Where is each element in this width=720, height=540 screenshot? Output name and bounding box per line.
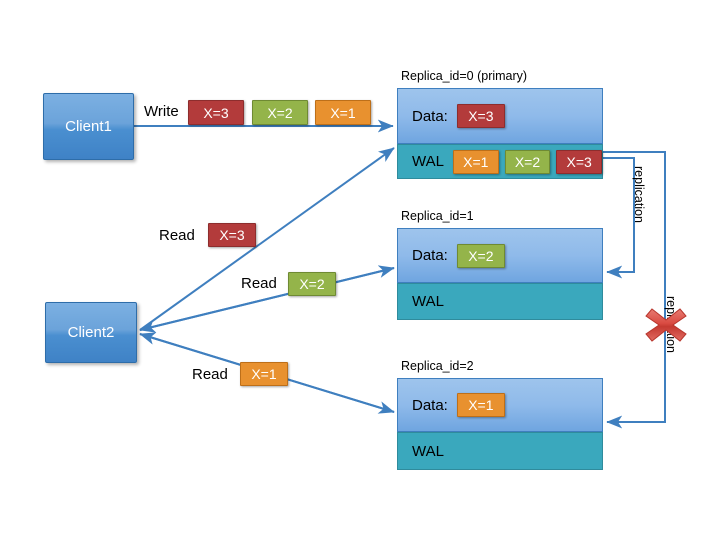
client2-box[interactable]: Client2: [45, 302, 137, 363]
replica-2-wal-row: WAL: [397, 432, 603, 470]
replica-2-data-chip-x1-label: X=1: [468, 397, 494, 413]
replica-0-wal-chip-x1-label: X=1: [463, 153, 489, 170]
write-chip-x1-label: X=1: [330, 104, 356, 121]
replica-0-wal-chip-x3: X=3: [556, 149, 603, 174]
read-chip-x1-label: X=1: [251, 366, 277, 382]
replica-0-data-label: Data:: [412, 107, 448, 125]
replica-1-data-row: Data: X=2: [397, 228, 603, 283]
replica-0-wal-label: WAL: [412, 153, 444, 170]
edge-replication-to-replica1: [603, 157, 635, 279]
write-chip-x2: X=2: [252, 100, 308, 125]
read-chip-x2-label: X=2: [299, 276, 325, 292]
write-chip-x3-label: X=3: [203, 104, 229, 121]
replica-0-wal-chip-x2: X=2: [504, 149, 551, 174]
client1-label: Client1: [65, 118, 112, 135]
replication-label-to-replica1: replication: [632, 166, 646, 223]
write-chip-x3: X=3: [188, 100, 244, 125]
read-chip-x2: X=2: [288, 272, 336, 296]
replica-1-wal-row: WAL: [397, 283, 603, 320]
replica-2-data-label: Data:: [412, 396, 448, 414]
read-chip-x3: X=3: [208, 223, 256, 247]
client2-label: Client2: [67, 324, 115, 341]
write-chip-x2-label: X=2: [267, 104, 293, 121]
read-x1-action-label: Read: [192, 366, 228, 383]
replica-0-wal-chip-x2-label: X=2: [514, 153, 541, 170]
read-x2-action-label: Read: [241, 275, 277, 292]
write-chip-x1: X=1: [315, 100, 371, 125]
replica-1: Replica_id=1 Data: X=2 WAL: [397, 209, 603, 320]
replica-2-data-chip-x1: X=1: [456, 393, 505, 417]
replica-0-wal-row: WAL X=1 X=2 X=3: [397, 144, 603, 179]
replica-0: Replica_id=0 (primary) Data: X=3 WAL X=1…: [397, 69, 603, 179]
read-x3-action-label: Read: [159, 227, 195, 244]
replica-0-wal-chip-x3-label: X=3: [566, 153, 592, 170]
replica-0-data-chip-x3: X=3: [456, 104, 505, 128]
client1-box[interactable]: Client1: [43, 93, 134, 160]
replica-0-wal-chip-x1: X=1: [452, 149, 499, 174]
replica-2-data-row: Data: X=1: [397, 378, 603, 432]
replica-1-wal-label: WAL: [412, 293, 444, 310]
write-action-label: Write: [144, 103, 179, 120]
read-chip-x3-label: X=3: [219, 227, 245, 243]
replica-1-title: Replica_id=1: [401, 209, 474, 223]
replica-2-wal-label: WAL: [412, 442, 444, 460]
replica-1-data-chip-x2-label: X=2: [468, 247, 494, 264]
replication-blocked-x-icon: [643, 305, 689, 345]
replica-0-data-row: Data: X=3: [397, 88, 603, 144]
replica-2: Replica_id=2 Data: X=1 WAL: [397, 359, 603, 470]
replica-0-title: Replica_id=0 (primary): [401, 69, 528, 83]
replica-0-data-chip-x3-label: X=3: [468, 108, 494, 124]
read-chip-x1: X=1: [240, 362, 288, 386]
replica-1-data-label: Data:: [412, 247, 448, 264]
replica-2-title: Replica_id=2: [401, 359, 474, 373]
replica-1-data-chip-x2: X=2: [456, 243, 505, 268]
